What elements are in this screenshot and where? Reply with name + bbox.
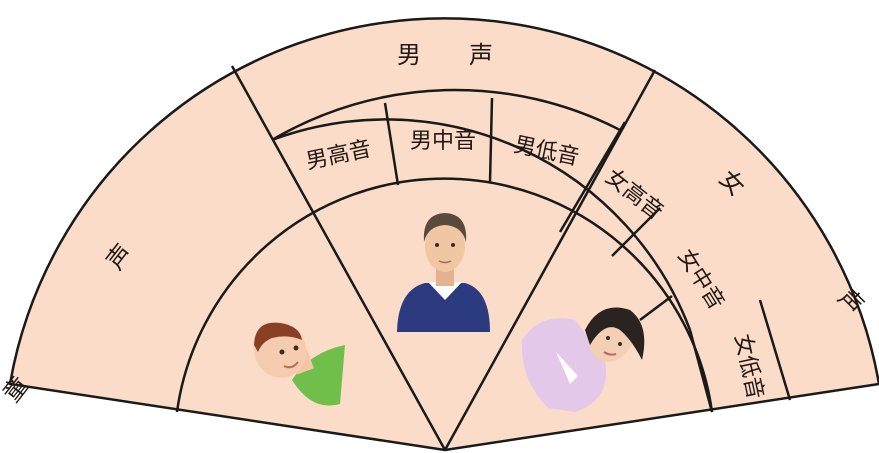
man-portrait-icon xyxy=(397,213,490,332)
middle-arc xyxy=(271,118,692,331)
male-voice-label: 男 声 xyxy=(397,41,493,69)
child-portrait-icon xyxy=(253,322,345,406)
male-voice-baritone: 男中音 xyxy=(410,129,476,154)
inner-arc xyxy=(175,177,714,413)
divider-lines xyxy=(175,65,792,451)
female-band-divider xyxy=(688,329,714,413)
male-band-arc xyxy=(271,88,621,142)
woman-portrait-icon xyxy=(521,307,645,412)
